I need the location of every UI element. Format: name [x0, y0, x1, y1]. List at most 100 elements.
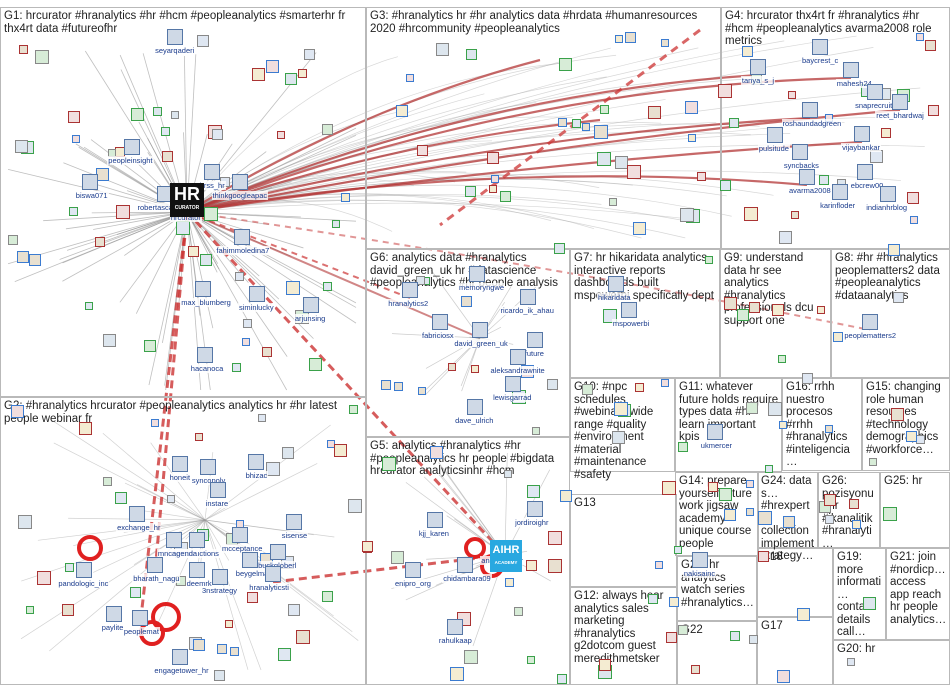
vertex[interactable] [232, 362, 241, 372]
vertex-hranalytics2[interactable] [402, 282, 418, 298]
vertex-syncopoly[interactable] [200, 459, 216, 475]
vertex[interactable] [102, 333, 116, 347]
vertex[interactable] [29, 253, 41, 266]
vertex[interactable] [349, 404, 359, 414]
vertex[interactable] [632, 222, 646, 236]
vertex[interactable] [891, 407, 905, 421]
vertex[interactable] [746, 508, 755, 517]
vertex-jordiroighr[interactable] [527, 501, 543, 517]
vertex[interactable] [504, 469, 513, 478]
vertex[interactable] [705, 256, 714, 265]
vertex[interactable] [696, 171, 706, 181]
vertex[interactable] [505, 578, 515, 588]
vertex[interactable] [466, 49, 478, 61]
vertex[interactable] [450, 666, 465, 681]
vertex[interactable] [395, 104, 408, 117]
vertex[interactable] [295, 629, 310, 644]
vertex[interactable] [334, 443, 348, 457]
vertex[interactable] [241, 338, 250, 347]
vertex[interactable] [782, 515, 795, 528]
vertex[interactable] [116, 205, 131, 220]
vertex[interactable] [801, 373, 813, 385]
vertex[interactable] [257, 414, 266, 423]
vertex[interactable] [614, 402, 629, 417]
vertex[interactable] [188, 245, 200, 257]
vertex-siminlucky[interactable] [249, 286, 265, 302]
vertex-baycrest_c[interactable] [812, 39, 828, 55]
vertex[interactable] [242, 319, 252, 329]
vertex[interactable] [661, 39, 670, 48]
vertex[interactable] [71, 134, 80, 143]
vertex[interactable] [17, 515, 32, 530]
vertex[interactable] [582, 122, 591, 131]
vertex[interactable] [381, 457, 396, 472]
vertex[interactable] [817, 306, 826, 315]
vertex[interactable] [16, 251, 29, 264]
vertex[interactable] [341, 192, 351, 202]
vertex[interactable] [487, 151, 500, 164]
vertex[interactable] [297, 69, 307, 79]
vertex[interactable] [417, 144, 429, 156]
vertex[interactable] [64, 563, 74, 573]
vertex[interactable] [927, 104, 939, 116]
vertex[interactable] [323, 282, 333, 292]
vertex-ukmercer[interactable] [707, 424, 723, 440]
vertex[interactable] [737, 308, 750, 321]
vertex[interactable] [150, 418, 159, 427]
vertex[interactable] [447, 362, 456, 371]
vertex[interactable] [723, 508, 736, 521]
vertex-tanya_s[interactable] [750, 59, 766, 75]
vertex-hikaridata[interactable] [608, 276, 624, 292]
vertex[interactable] [559, 490, 572, 503]
vertex-fahimmoledina7[interactable] [234, 229, 250, 245]
vertex[interactable] [303, 48, 315, 60]
vertex[interactable] [765, 464, 774, 473]
vertex[interactable] [662, 480, 677, 495]
vertex[interactable] [200, 254, 213, 267]
vertex[interactable] [175, 221, 190, 236]
vertex[interactable] [266, 60, 280, 74]
vertex[interactable] [915, 434, 925, 444]
vertex[interactable] [390, 551, 404, 565]
vertex[interactable] [674, 545, 683, 554]
vertex[interactable] [84, 302, 93, 311]
vertex[interactable] [288, 603, 301, 616]
vertex-mncagenda[interactable] [166, 532, 182, 548]
vertex[interactable] [557, 674, 568, 685]
vertex[interactable] [61, 604, 74, 617]
vertex-engagetower_hr[interactable] [172, 649, 188, 665]
vertex[interactable] [824, 493, 837, 506]
vertex[interactable] [282, 447, 295, 460]
vertex[interactable] [235, 271, 245, 281]
vertex[interactable] [277, 131, 286, 140]
vertex[interactable] [460, 296, 472, 308]
vertex-snaprecruit[interactable] [867, 84, 883, 100]
vertex[interactable] [130, 586, 142, 598]
vertex[interactable] [224, 620, 233, 629]
vertex[interactable] [758, 510, 773, 525]
vertex[interactable] [247, 591, 259, 603]
vertex[interactable] [115, 491, 128, 504]
vertex[interactable] [881, 128, 892, 139]
vertex[interactable] [463, 650, 478, 665]
vertex[interactable] [791, 211, 800, 220]
vertex[interactable] [818, 175, 829, 186]
vertex[interactable] [405, 73, 414, 82]
vertex-seyarqaderi[interactable] [167, 29, 183, 45]
vertex[interactable] [430, 445, 444, 459]
vertex[interactable] [788, 91, 797, 100]
vertex-nakisainc[interactable] [692, 552, 708, 568]
vertex[interactable] [152, 107, 162, 117]
vertex[interactable] [195, 433, 204, 442]
vertex[interactable] [680, 207, 695, 222]
vertex[interactable] [526, 484, 540, 498]
vertex[interactable] [171, 110, 180, 119]
vertex[interactable] [277, 647, 291, 661]
vertex-syncbacks[interactable] [792, 144, 808, 160]
vertex[interactable] [746, 480, 755, 489]
vertex[interactable] [724, 297, 738, 311]
vertex[interactable] [252, 67, 266, 81]
vertex-honeit[interactable] [172, 456, 188, 472]
vertex[interactable] [490, 175, 499, 184]
